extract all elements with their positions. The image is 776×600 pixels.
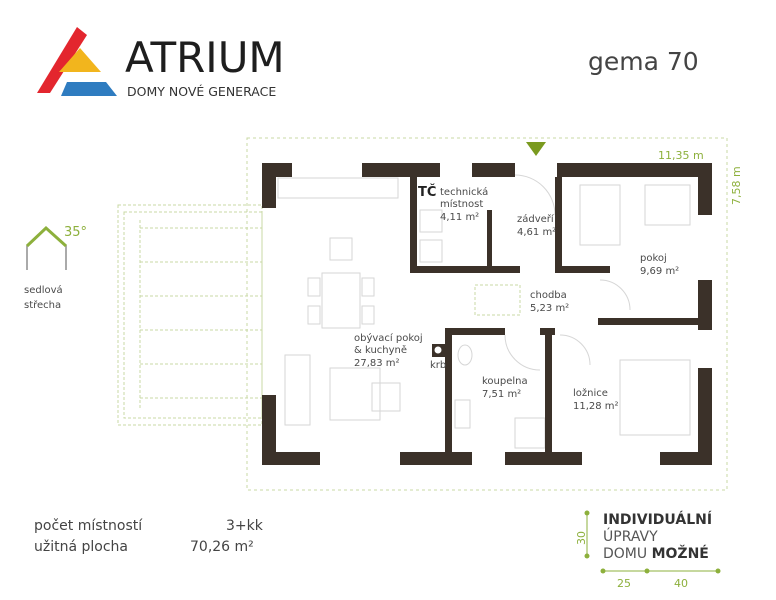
dimension-outline bbox=[246, 137, 728, 491]
heat-pump-tag: TČ bbox=[418, 184, 436, 200]
badge-line-2: ÚPRAVY bbox=[603, 527, 658, 545]
usable-area-label: užitná plocha bbox=[34, 539, 128, 555]
room-area: 4,11 m² bbox=[440, 212, 479, 223]
rooms-count-label: počet místností bbox=[34, 518, 143, 534]
walls bbox=[262, 163, 712, 465]
rooms-count-value: 3+kk bbox=[226, 518, 263, 534]
badge-line-3b: MOŽNÉ bbox=[652, 545, 709, 562]
room-name: chodba bbox=[530, 290, 567, 301]
room-name-2: místnost bbox=[440, 198, 483, 210]
room-area: 4,61 m² bbox=[517, 227, 556, 238]
model-name: gema 70 bbox=[588, 47, 699, 76]
badge-line-3a: DOMU bbox=[603, 546, 652, 562]
svg-text:DOMU MOŽNÉ: DOMU MOŽNÉ bbox=[603, 545, 709, 562]
atrium-logo: ATRIUM DOMY NOVÉ GENERACE bbox=[37, 27, 285, 99]
badge-line-1: INDIVIDUÁLNÍ bbox=[603, 511, 712, 528]
room-area: 5,23 m² bbox=[530, 303, 569, 314]
fireplace-label: krb bbox=[430, 360, 446, 371]
usable-area-value: 70,26 m² bbox=[190, 539, 254, 555]
roof-label-2: střecha bbox=[24, 299, 61, 311]
room-name: obývací pokoj bbox=[354, 332, 423, 344]
room-area: 7,51 m² bbox=[482, 389, 521, 400]
terrace-pergola bbox=[117, 204, 263, 426]
room-area: 11,28 m² bbox=[573, 401, 619, 412]
room-name: zádveří bbox=[517, 213, 555, 225]
badge-dim-h: 30 bbox=[575, 531, 588, 545]
room-name: ložnice bbox=[573, 387, 608, 399]
room-area: 9,69 m² bbox=[640, 266, 679, 277]
badge-dim-b: 40 bbox=[674, 577, 688, 590]
room-name-2: & kuchyně bbox=[354, 344, 407, 356]
custom-options-badge: 30 25 40 INDIVIDUÁLNÍ ÚPRAVY DOMU MOŽNÉ bbox=[575, 510, 721, 590]
roof-angle: 35° bbox=[64, 225, 87, 240]
roof-label-1: sedlová bbox=[24, 284, 63, 296]
entrance-arrow-icon bbox=[526, 142, 546, 156]
badge-dim-a: 25 bbox=[617, 577, 631, 590]
room-area: 27,83 m² bbox=[354, 358, 400, 369]
room-name: technická bbox=[440, 186, 488, 198]
depth-dimension: 7,58 m bbox=[730, 166, 743, 205]
roof-icon bbox=[25, 225, 68, 270]
room-name: koupelna bbox=[482, 376, 528, 387]
room-name: pokoj bbox=[640, 253, 667, 264]
furniture bbox=[277, 174, 691, 449]
brand-name: ATRIUM bbox=[125, 33, 285, 82]
width-dimension: 11,35 m bbox=[658, 149, 704, 162]
brand-tagline: DOMY NOVÉ GENERACE bbox=[127, 84, 276, 99]
